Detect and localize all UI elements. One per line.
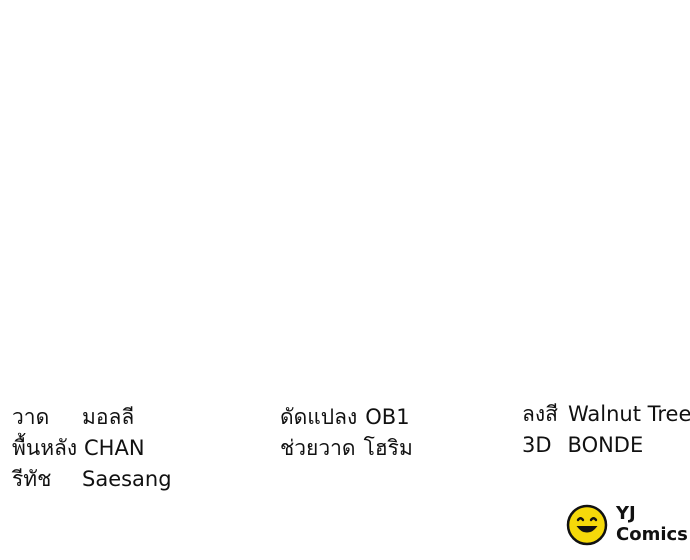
credit-role: ช่วยวาด	[280, 436, 356, 460]
credit-name: CHAN	[84, 436, 145, 460]
credit-role: วาด	[12, 405, 50, 429]
credit-row-coloring: ลงสี Walnut Tree	[522, 399, 690, 430]
credit-name: BONDE	[567, 433, 644, 457]
credit-row-adaptation: ดัดแปลง OB1	[280, 402, 413, 433]
credit-name: Walnut Tree	[567, 402, 690, 426]
logo-line-2: Comics	[616, 524, 688, 545]
credit-role: พื้นหลัง	[12, 436, 78, 460]
logo-line-1: YJ	[616, 503, 636, 524]
yj-comics-logo: YJ Comics	[566, 503, 688, 551]
credit-row-background: พื้นหลัง CHAN	[12, 433, 172, 464]
credit-role: ลงสี	[522, 402, 558, 426]
credits-right-column: ลงสี Walnut Tree 3D BONDE	[522, 399, 690, 461]
credit-name: OB1	[365, 405, 410, 429]
credits-left-column: วาด มอลลี พื้นหลัง CHAN รีทัช Saesang	[12, 402, 172, 495]
credit-name: Saesang	[82, 467, 172, 491]
smiley-face-icon	[566, 504, 608, 546]
credit-name: มอลลี	[82, 405, 135, 429]
credit-row-assistant: ช่วยวาด โฮริม	[280, 433, 413, 464]
credit-row-3d: 3D BONDE	[522, 430, 690, 461]
credit-role: รีทัช	[12, 467, 52, 491]
credit-role: 3D	[522, 433, 552, 457]
credit-row-drawing: วาด มอลลี	[12, 402, 172, 433]
credit-row-retouch: รีทัช Saesang	[12, 464, 172, 495]
credits-middle-column: ดัดแปลง OB1 ช่วยวาด โฮริม	[280, 402, 413, 464]
credit-name: โฮริม	[363, 436, 413, 460]
credit-role: ดัดแปลง	[280, 405, 358, 429]
logo-wordmark: YJ Comics	[616, 503, 688, 545]
